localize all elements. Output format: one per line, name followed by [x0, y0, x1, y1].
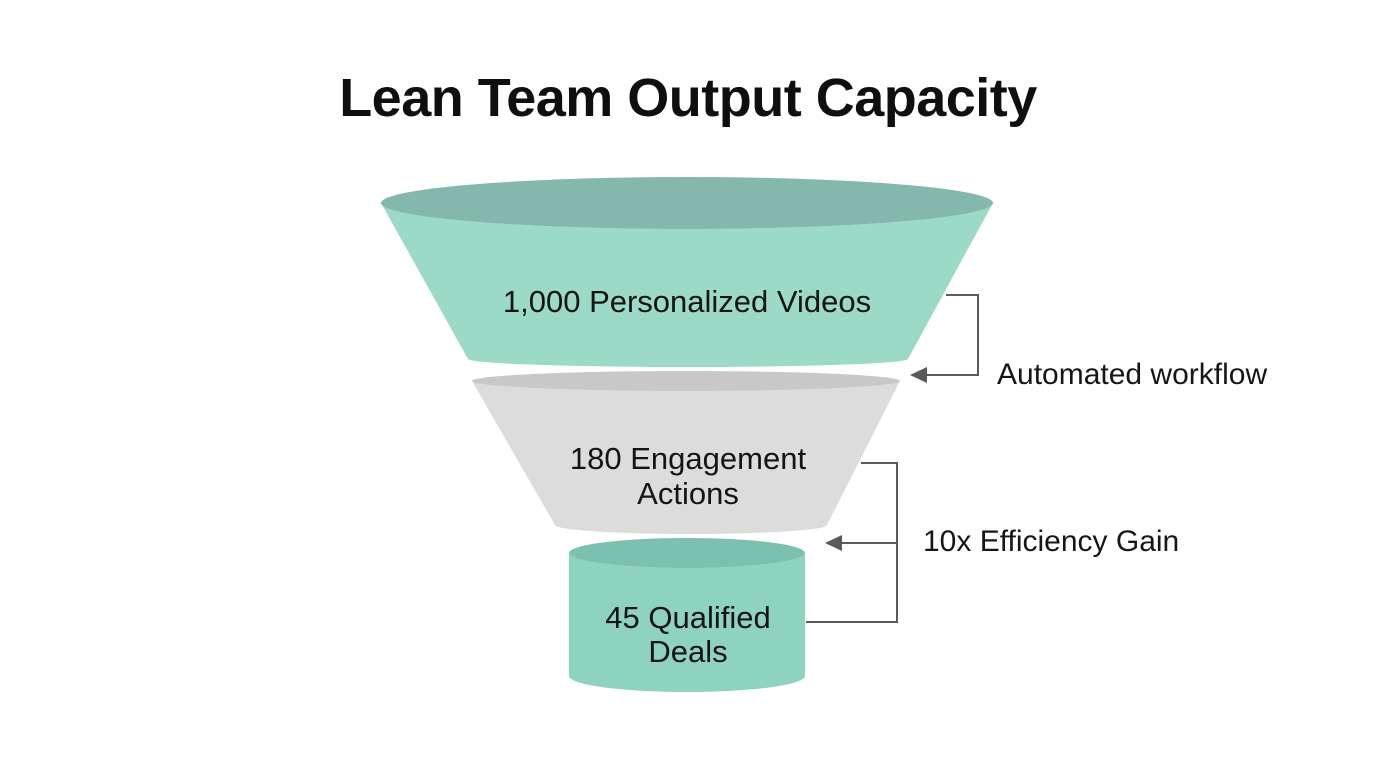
annotation-automated-workflow: Automated workflow	[997, 358, 1268, 391]
funnel-stage-2-body	[472, 381, 900, 534]
arrowhead-efficiency-gain	[825, 535, 842, 551]
funnel-stage-3-body	[569, 553, 805, 692]
arrowhead-automated-workflow	[910, 367, 927, 383]
stage-2-label: 180 Engagement Actions	[569, 441, 807, 511]
funnel-stage-3-top	[569, 538, 805, 568]
funnel-stage-1-body	[381, 203, 993, 367]
connector-automated-workflow	[924, 294, 979, 376]
funnel-stage-2-top	[472, 371, 900, 391]
stage-3-label: 45 Qualified Deals	[605, 600, 771, 669]
stage-1-label: 1,000 Personalized Videos	[502, 284, 872, 319]
page-title: Lean Team Output Capacity	[339, 68, 1037, 128]
connector-efficiency-gain	[806, 462, 898, 623]
funnel-stage-1-top	[381, 177, 993, 229]
annotation-efficiency-gain: 10x Efficiency Gain	[923, 525, 1180, 558]
